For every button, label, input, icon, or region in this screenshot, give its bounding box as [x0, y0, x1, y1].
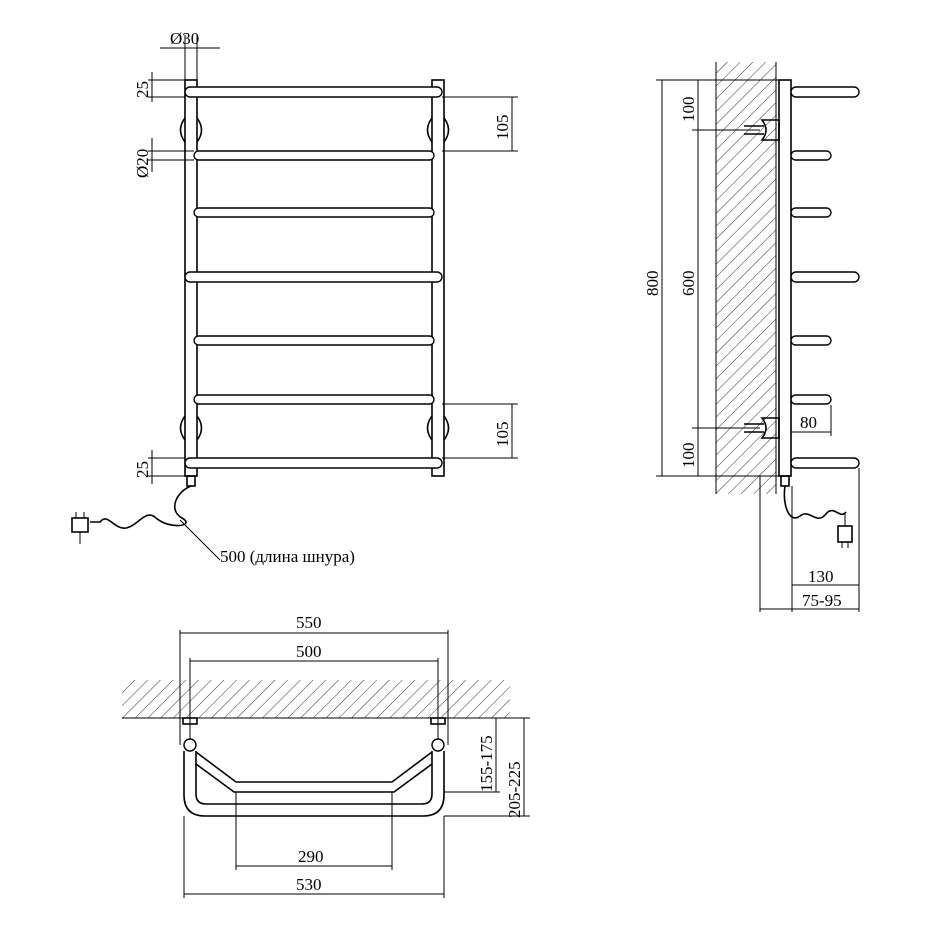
top-rungs — [183, 738, 445, 817]
dim-d20: Ø20 — [133, 149, 152, 178]
dim-w550: 550 — [296, 613, 322, 632]
dim-d75-95: 75-95 — [802, 591, 842, 610]
dim-d30: Ø30 — [170, 29, 199, 48]
side-mounts — [744, 119, 780, 439]
side-heater-plug — [780, 475, 790, 487]
dim-s100-bottom: 100 — [679, 443, 698, 469]
dim-w290: 290 — [298, 847, 324, 866]
rungs — [184, 86, 443, 469]
side-power-cord — [783, 485, 847, 520]
wall-mounts — [179, 117, 450, 441]
heater-plug — [186, 475, 196, 487]
dim-w530: 530 — [296, 875, 322, 894]
side-view: 800 100 600 100 80 130 75-95 — [643, 62, 860, 612]
dim-bottom-105: 105 — [493, 422, 512, 448]
dim-cord-length: 500 (длина шнура) — [220, 547, 355, 566]
dim-top-25: 25 — [133, 81, 152, 98]
dim-s100-top: 100 — [679, 97, 698, 123]
dim-bottom-25: 25 — [133, 461, 152, 478]
dim-w500: 500 — [296, 642, 322, 661]
side-plug-icon — [837, 514, 853, 548]
side-rungs — [790, 86, 860, 469]
dim-d205-225: 205-225 — [505, 761, 524, 818]
front-view: Ø30 25 Ø20 105 105 25 500 (длина шнура) — [71, 29, 518, 566]
dim-d130: 130 — [808, 567, 834, 586]
dim-h600: 600 — [679, 271, 698, 297]
top-view: 550 500 155-175 205-225 290 530 — [122, 613, 530, 898]
top-mounts — [182, 704, 446, 740]
dim-h800: 800 — [643, 271, 662, 297]
power-cord — [90, 485, 192, 529]
dim-top-105: 105 — [493, 115, 512, 141]
top-wall-hatch — [122, 680, 510, 718]
plug-icon — [71, 512, 89, 544]
dim-d80: 80 — [800, 413, 817, 432]
side-post — [778, 79, 792, 477]
dim-d155-175: 155-175 — [477, 735, 496, 792]
